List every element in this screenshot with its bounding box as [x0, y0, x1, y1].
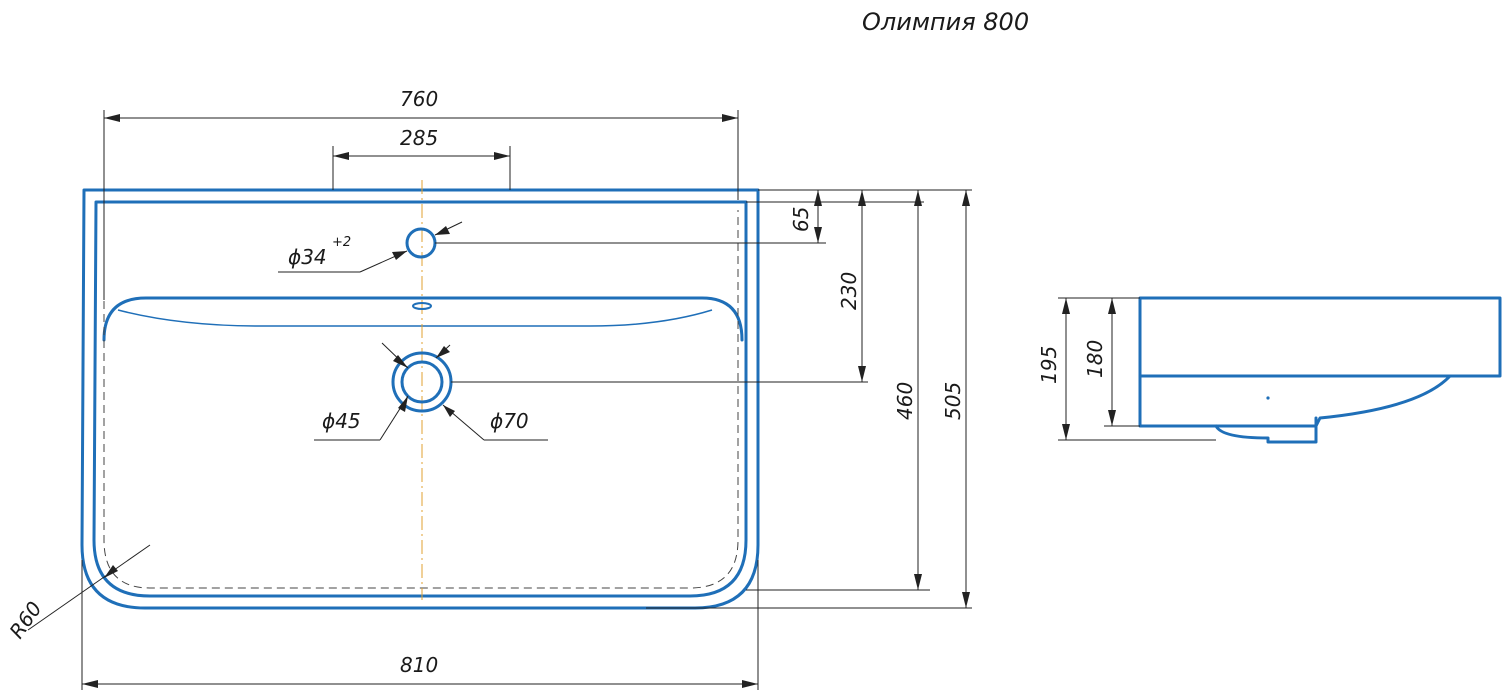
tap-hole	[405, 227, 437, 259]
overflow-slot	[412, 302, 432, 310]
basin-outer-contour	[80, 188, 760, 610]
dim-810: 810	[400, 653, 438, 677]
dim-65: 65	[789, 207, 813, 232]
dim-285: 285	[400, 126, 438, 150]
dimensions-top-view: 760 285 810 65 230	[4, 87, 972, 690]
dim-180: 180	[1083, 340, 1107, 378]
dim-230: 230	[837, 272, 861, 310]
dim-r60: R60	[4, 597, 46, 643]
dim-phi34-tolerance: +2	[332, 235, 351, 250]
bowl-curve	[117, 309, 713, 327]
hidden-contour	[103, 210, 739, 589]
dim-505: 505	[941, 382, 965, 420]
side-marker-dot	[1266, 396, 1270, 400]
basin-rim-contour	[92, 200, 748, 598]
dim-460: 460	[893, 382, 917, 420]
side-drain	[1214, 416, 1318, 444]
drawing-title: Олимпия 800	[862, 8, 1029, 36]
top-view	[80, 180, 760, 610]
dim-phi45: ϕ45	[322, 409, 361, 433]
dim-phi34: ϕ34	[288, 245, 327, 269]
dim-760: 760	[400, 87, 438, 111]
side-outer-contour	[1138, 296, 1502, 428]
dim-phi70: ϕ70	[490, 409, 529, 433]
bowl-contour	[102, 296, 744, 342]
drain-inner	[400, 360, 444, 404]
side-view: 195 180	[1037, 296, 1502, 444]
dim-195: 195	[1037, 346, 1061, 384]
